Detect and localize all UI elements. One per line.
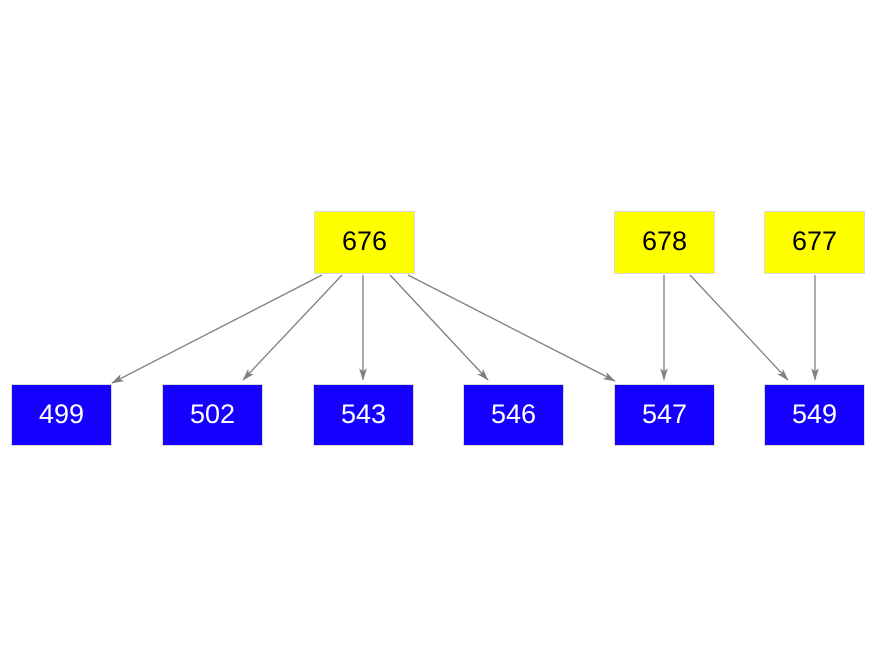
node-678[interactable]: 678 (614, 211, 715, 274)
node-547[interactable]: 547 (614, 384, 715, 446)
node-label-549: 549 (791, 398, 838, 429)
edge-678-to-549 (689, 274, 789, 381)
node-label-547: 547 (641, 398, 688, 429)
edge-676-to-547 (407, 274, 616, 382)
node-546[interactable]: 546 (463, 384, 564, 446)
node-label-499: 499 (38, 398, 85, 429)
node-label-676: 676 (341, 226, 388, 256)
node-502[interactable]: 502 (162, 384, 263, 446)
node-549[interactable]: 549 (764, 384, 865, 446)
node-677[interactable]: 677 (764, 211, 865, 274)
node-label-543: 543 (340, 398, 387, 429)
node-label-678: 678 (641, 226, 688, 256)
edge-676-to-502 (242, 274, 343, 381)
node-499[interactable]: 499 (11, 384, 112, 446)
node-label-502: 502 (189, 398, 236, 429)
edge-676-to-499 (111, 274, 323, 384)
node-label-677: 677 (791, 226, 838, 256)
node-543[interactable]: 543 (313, 384, 414, 446)
edge-676-to-546 (389, 274, 489, 381)
node-676[interactable]: 676 (314, 211, 415, 274)
edges-group (111, 274, 819, 384)
node-label-546: 546 (490, 398, 537, 429)
